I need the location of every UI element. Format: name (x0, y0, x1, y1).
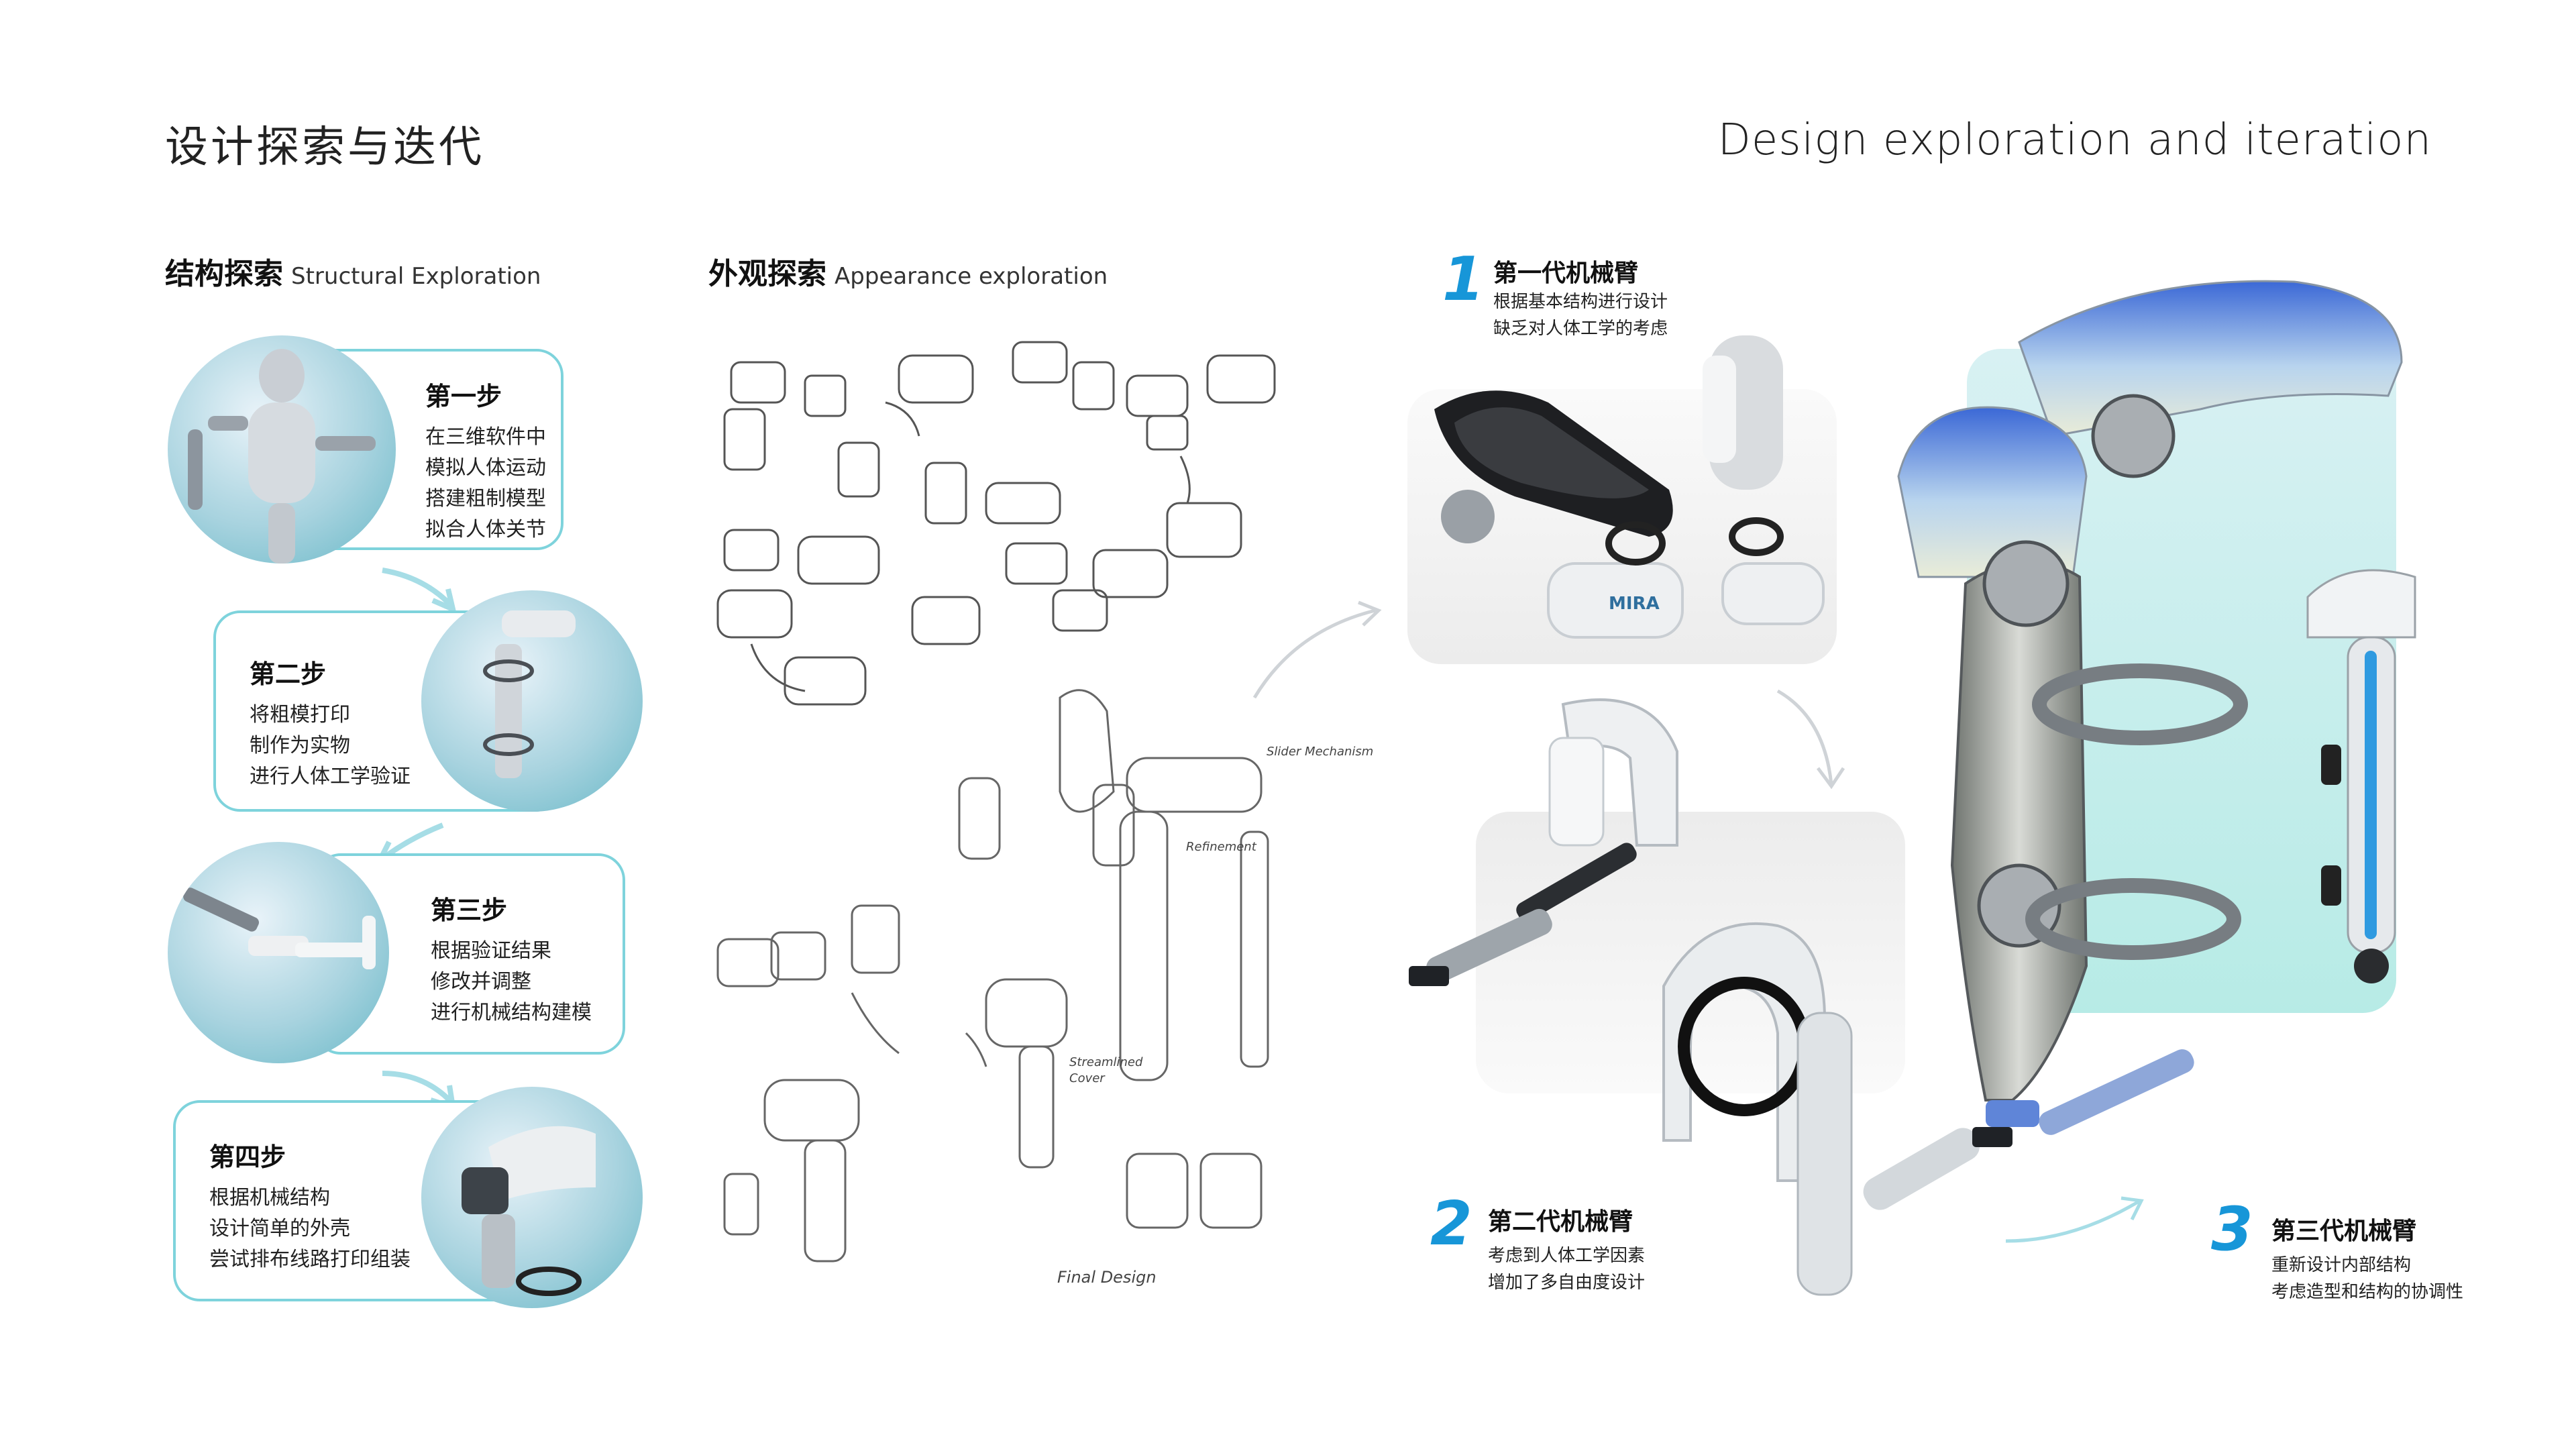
gen-2-desc: 考虑到人体工学因素 增加了多自由度设计 (1488, 1242, 1645, 1296)
humanoid-figure-illustration (188, 349, 376, 564)
page-title-cn: 设计探索与迭代 (165, 123, 484, 172)
step-2-title: 第二步 (250, 659, 327, 689)
step-2-image-bubble (421, 590, 643, 812)
step-3-image-bubble (168, 842, 389, 1063)
appearance-heading: 外观探索 Appearance exploration (708, 250, 1108, 292)
gen-1-title: 第一代机械臂 (1493, 260, 1639, 287)
gen-3-number: 3 (2211, 1194, 2253, 1265)
step-1-line: 搭建粗制模型 (425, 487, 546, 511)
gen-2-line: 考虑到人体工学因素 (1488, 1246, 1646, 1266)
gen-1-logo: MIRA (1609, 594, 1660, 614)
structural-title-en: Structural Exploration (291, 263, 541, 290)
annotation-slider: Slider Mechanism (1267, 745, 1374, 759)
step-2-line: 将粗模打印 (250, 703, 350, 727)
connector-arrow-gen1-to-gen2 (1776, 689, 1845, 790)
step-4-line: 尝试排布线路打印组装 (209, 1248, 411, 1271)
page-title-en: Design exploration and iteration (1717, 115, 2432, 165)
connector-arrow-sketch-to-gen1 (1252, 600, 1382, 699)
step-3-line: 进行机械结构建模 (431, 1001, 592, 1024)
step-3-line: 根据验证结果 (431, 939, 551, 963)
annotation-refinement: Refinement (1186, 840, 1256, 854)
gen-2-arm-illustration (1409, 698, 2012, 1296)
step-1-line: 模拟人体运动 (425, 456, 546, 480)
gen-3-title: 第三代机械臂 (2271, 1218, 2417, 1245)
structural-title-cn: 结构探索 (165, 257, 283, 291)
appearance-title-cn: 外观探索 (708, 257, 826, 291)
gen-2-line: 增加了多自由度设计 (1488, 1273, 1646, 1293)
gen-2-number: 2 (1430, 1189, 1472, 1259)
appearance-title-en: Appearance exploration (835, 263, 1108, 290)
step-4-line: 根据机械结构 (209, 1186, 330, 1210)
step-3-title: 第三步 (431, 896, 508, 925)
sketch-cluster-bottom (716, 689, 1269, 1263)
annotation-streamlined: Streamlined Cover (1069, 1055, 1143, 1085)
step-4-image-bubble (421, 1087, 643, 1308)
connector-arrow-gen2-to-gen3 (2005, 1196, 2144, 1243)
sketch-cluster-top (716, 341, 1276, 706)
gen-3-line: 考虑造型和结构的协调性 (2271, 1282, 2464, 1302)
shelled-arm-assembly-illustration (462, 1126, 596, 1296)
gen-3-desc: 重新设计内部结构 考虑造型和结构的协调性 (2271, 1252, 2463, 1305)
step-1-title: 第一步 (425, 382, 502, 411)
flow-arrow-1 (382, 568, 457, 614)
printed-arm-prototype-illustration (483, 610, 576, 778)
step-2-line: 进行人体工学验证 (250, 765, 411, 788)
step-1-line: 拟合人体关节 (425, 518, 546, 541)
step-3-line: 修改并调整 (431, 970, 531, 994)
structural-heading: 结构探索 Structural Exploration (165, 250, 541, 292)
gen-1-desc: 根据基本结构进行设计 缺乏对人体工学的考虑 (1493, 288, 1668, 342)
step-1-line: 在三维软件中 (425, 425, 546, 449)
gen-1-arm-illustration: MIRA (1434, 335, 1825, 639)
mechanical-arm-model-illustration (183, 888, 376, 969)
annotation-final: Final Design (1057, 1268, 1157, 1287)
step-2-line: 制作为实物 (250, 734, 350, 757)
gen-2-title: 第二代机械臂 (1488, 1208, 1633, 1236)
gen-3-line: 重新设计内部结构 (2271, 1255, 2412, 1275)
gen-3-arm-illustration (1897, 280, 2416, 1135)
gen-1-line: 缺乏对人体工学的考虑 (1493, 319, 1668, 339)
step-4-title: 第四步 (209, 1142, 286, 1172)
step-1-image-bubble (168, 335, 396, 564)
gen-1-line: 根据基本结构进行设计 (1493, 292, 1668, 312)
appearance-sketches (716, 341, 1276, 1263)
gen-1-number: 1 (1442, 244, 1485, 315)
step-4-line: 设计简单的外壳 (209, 1217, 350, 1240)
